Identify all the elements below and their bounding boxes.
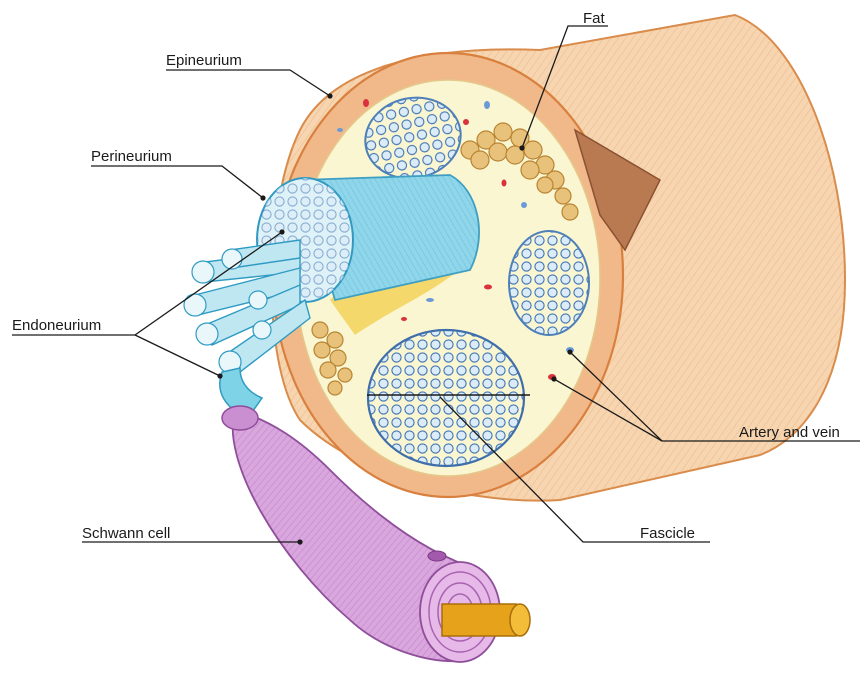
axon [442, 604, 530, 636]
perineurium-label: Perineurium [91, 148, 172, 166]
fascicle-large [368, 330, 524, 466]
schwann-cell-label: Schwann cell [82, 525, 170, 543]
artery-and-vein-label: Artery and vein [739, 424, 840, 442]
fat-label: Fat [583, 10, 605, 28]
fascicle-right [509, 231, 589, 335]
fascicle-label: Fascicle [640, 525, 695, 543]
epineurium-label: Epineurium [166, 52, 242, 70]
endoneurium-label: Endoneurium [12, 317, 101, 335]
